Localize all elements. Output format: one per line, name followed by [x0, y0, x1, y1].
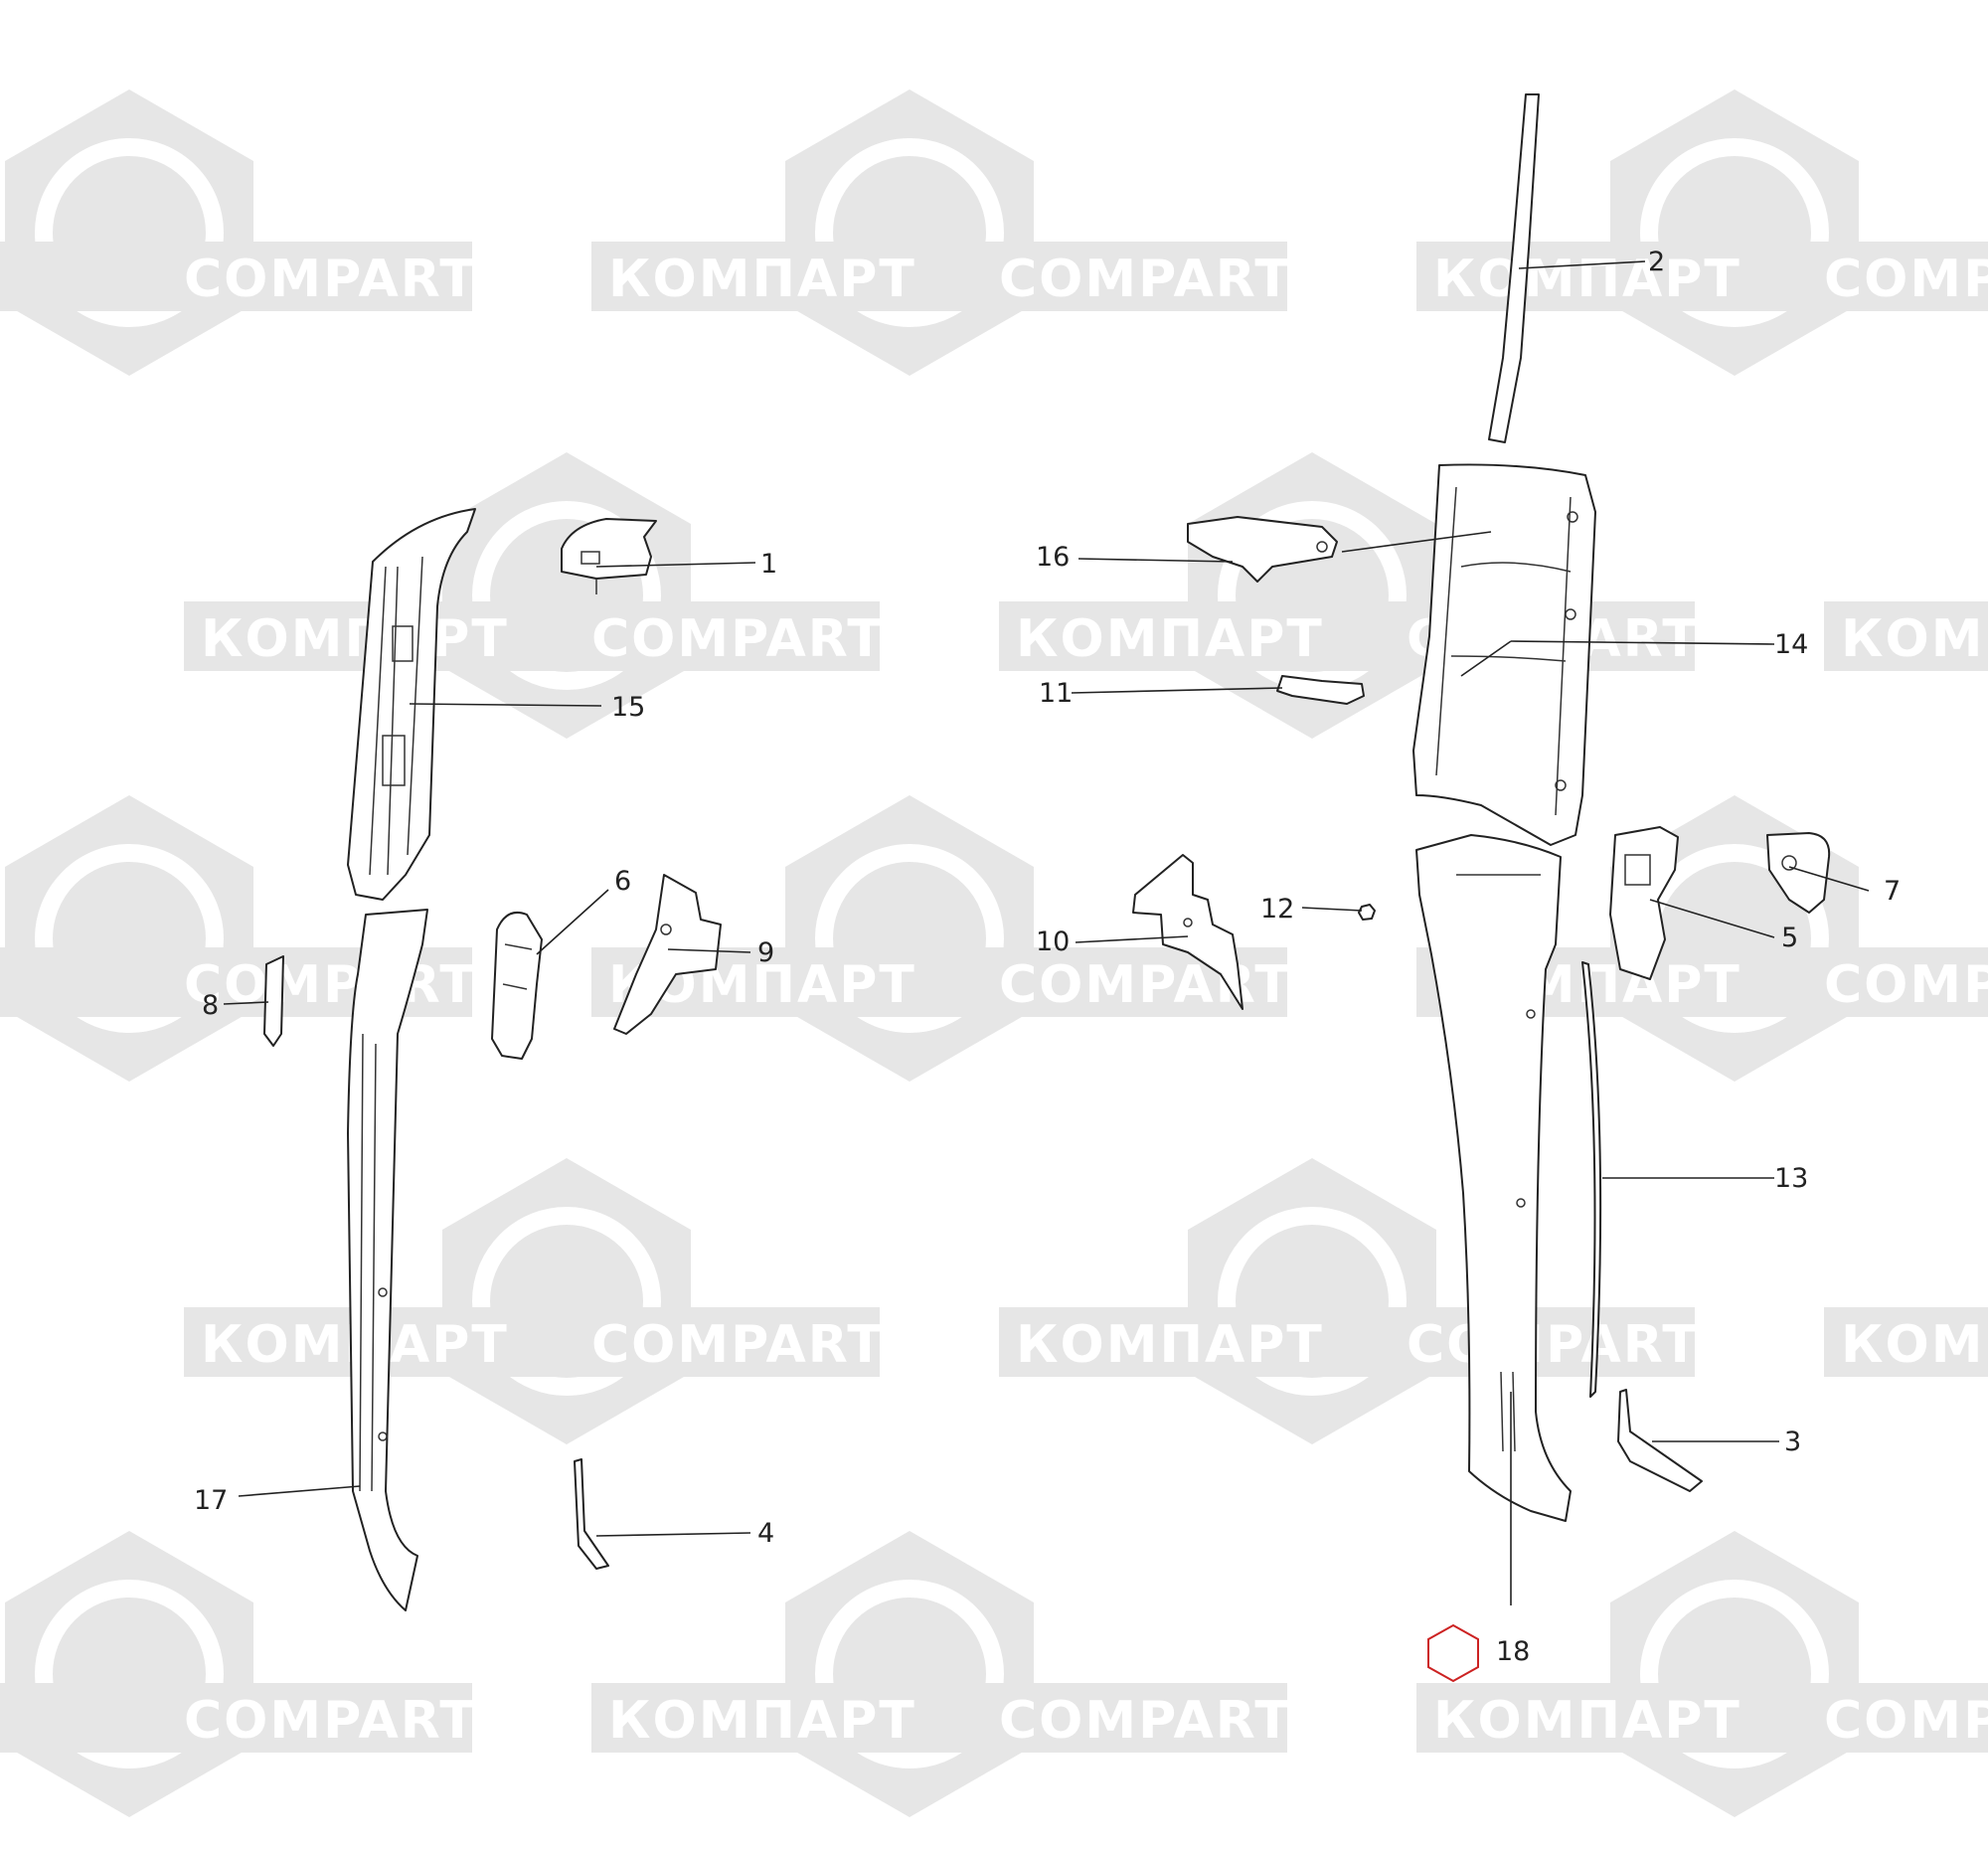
watermark-text: COMPART [1407, 1315, 1700, 1375]
callout-18[interactable]: 18 [1496, 1636, 1530, 1667]
callout-11[interactable]: 11 [1039, 678, 1073, 709]
watermark-text: КОМПАРТ [1433, 250, 1741, 309]
part-5-bracket[interactable] [1609, 826, 1679, 980]
callout-7[interactable]: 7 [1884, 876, 1901, 907]
part-18-lower-pillar-trim[interactable] [1415, 834, 1572, 1522]
parts-layer [263, 93, 1831, 1611]
watermark-text: COMPART [999, 1691, 1292, 1751]
part-8-cover[interactable] [263, 955, 284, 1047]
watermark-text: COMPART [591, 1315, 885, 1375]
callout-5[interactable]: 5 [1781, 923, 1798, 953]
watermark-text: COMPART [1824, 1691, 1988, 1751]
part-13-weatherstrip[interactable] [1581, 961, 1602, 1398]
watermark-text: КОМПАРТ [608, 1691, 916, 1751]
callout-9[interactable]: 9 [757, 937, 774, 968]
callout-3[interactable]: 3 [1784, 1427, 1801, 1457]
part-12-nut[interactable] [1358, 904, 1376, 921]
callout-16[interactable]: 16 [1036, 542, 1070, 573]
watermark-text: КОМПАРТ [201, 609, 509, 669]
callout-15[interactable]: 15 [611, 692, 645, 723]
watermark-text: COMPART [999, 955, 1292, 1015]
watermark-text: КОМПАРТ [1016, 1315, 1324, 1375]
callout-13[interactable]: 13 [1774, 1163, 1808, 1194]
part-17-lower-pillar-trim[interactable] [347, 909, 428, 1611]
hexagon-marker-icon [1427, 1623, 1479, 1683]
callout-10[interactable]: 10 [1036, 926, 1070, 957]
watermark-text: COMPART [184, 955, 477, 1015]
callout-14[interactable]: 14 [1774, 629, 1808, 660]
part-9-bracket[interactable] [613, 874, 722, 1035]
callout-2[interactable]: 2 [1648, 247, 1665, 277]
part-11-clip[interactable] [1276, 675, 1365, 705]
watermark-text: КОМПАРТ [1841, 1315, 1988, 1375]
watermark-text: COMPART [184, 250, 477, 309]
watermark-text: COMPART [1824, 250, 1988, 309]
watermark-text: КОМПАРТ [608, 250, 916, 309]
callouts: 1 2 3 4 5 6 7 8 9 10 11 12 13 14 15 16 1… [194, 247, 1901, 1683]
part-1-clip[interactable] [561, 518, 657, 594]
watermark-text: КОМПАРТ [1841, 609, 1988, 669]
part-4-bracket[interactable] [574, 1458, 609, 1570]
callout-1[interactable]: 1 [760, 549, 777, 580]
watermark-layer: COMPART КОМПАРТ COMPART КОМПАРТ COMPART … [0, 89, 1988, 1817]
callout-17[interactable]: 17 [194, 1485, 228, 1516]
part-14-upper-panel[interactable] [1412, 463, 1596, 846]
watermark-text: КОМПАРТ [1433, 1691, 1741, 1751]
callout-4[interactable]: 4 [757, 1518, 774, 1549]
part-6-trim-piece[interactable] [491, 911, 543, 1060]
watermark-text: COMPART [999, 250, 1292, 309]
part-16-bracket[interactable] [1187, 516, 1338, 583]
watermark-text: COMPART [184, 1691, 477, 1751]
part-3-bracket[interactable] [1617, 1389, 1703, 1492]
watermark-text: КОМПАРТ [1016, 609, 1324, 669]
part-10-bracket[interactable] [1132, 854, 1243, 1010]
part-7-cover-plate[interactable] [1766, 832, 1831, 914]
watermark-text: COMPART [1824, 955, 1988, 1015]
callout-12[interactable]: 12 [1260, 894, 1294, 925]
watermark-text: COMPART [591, 609, 885, 669]
part-2-strip[interactable] [1488, 93, 1540, 443]
callout-6[interactable]: 6 [614, 866, 631, 897]
leader-lines [223, 260, 1870, 1605]
callout-8[interactable]: 8 [202, 990, 219, 1021]
